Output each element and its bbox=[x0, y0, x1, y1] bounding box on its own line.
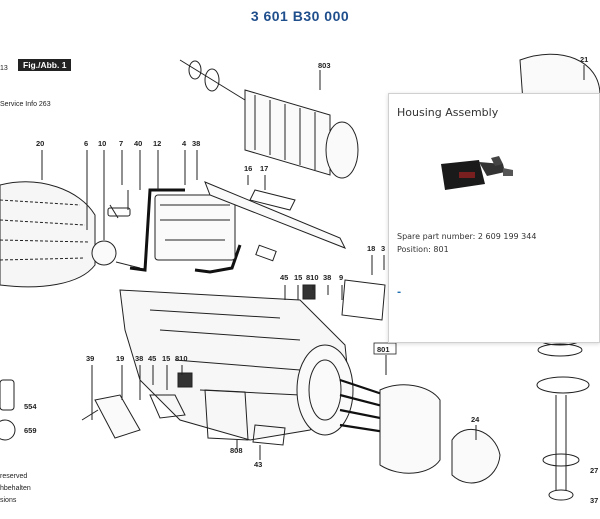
label-17: 17 bbox=[260, 164, 268, 173]
label-7: 7 bbox=[119, 139, 123, 148]
spare-part-number: Spare part number: 2 609 199 344 bbox=[397, 232, 537, 241]
label-801: 801 bbox=[377, 345, 390, 354]
label-38-top: 38 bbox=[192, 139, 200, 148]
label-810-bottom: 810 bbox=[175, 354, 188, 363]
document-title: 3 601 B30 000 bbox=[250, 8, 350, 24]
figure-tag: Fig./Abb. 1 bbox=[18, 59, 72, 71]
label-554: 554 bbox=[24, 402, 37, 411]
label-9: 9 bbox=[339, 273, 343, 282]
part-thumbnail bbox=[441, 156, 513, 190]
position-number: Position: 801 bbox=[397, 245, 449, 254]
label-20: 20 bbox=[36, 139, 44, 148]
label-40: 40 bbox=[134, 139, 142, 148]
label-38-bottom: 38 bbox=[135, 354, 143, 363]
note-sions: sions bbox=[0, 497, 17, 504]
part-info-popup: Housing Assembly Spare part number: 2 60… bbox=[388, 93, 600, 343]
label-19: 19 bbox=[116, 354, 124, 363]
label-6: 6 bbox=[84, 139, 88, 148]
label-45-top: 45 bbox=[280, 273, 288, 282]
label-810-top: 810 bbox=[306, 273, 319, 282]
label-10: 10 bbox=[98, 139, 106, 148]
label-37: 37 bbox=[590, 496, 598, 505]
label-24: 24 bbox=[471, 415, 480, 424]
label-18: 18 bbox=[367, 244, 375, 253]
label-803: 803 bbox=[318, 61, 331, 70]
note-reserved: reserved bbox=[0, 473, 27, 480]
label-16: 16 bbox=[244, 164, 252, 173]
label-12: 12 bbox=[153, 139, 161, 148]
service-info: Service Info 263 bbox=[0, 101, 51, 108]
label-3: 3 bbox=[381, 244, 385, 253]
note-behalten: hbehalten bbox=[0, 485, 31, 492]
popup-link[interactable]: - bbox=[397, 287, 402, 298]
label-27: 27 bbox=[590, 466, 598, 475]
label-808: 808 bbox=[230, 446, 243, 455]
label-15-bottom: 15 bbox=[162, 354, 170, 363]
figure-prefix: 13 bbox=[0, 65, 8, 72]
label-43: 43 bbox=[254, 460, 262, 469]
label-4: 4 bbox=[182, 139, 187, 148]
label-38-mid: 38 bbox=[323, 273, 331, 282]
label-15-top: 15 bbox=[294, 273, 302, 282]
label-39: 39 bbox=[86, 354, 94, 363]
label-659: 659 bbox=[24, 426, 37, 435]
label-21: 21 bbox=[580, 55, 588, 64]
popup-title: Housing Assembly bbox=[397, 106, 499, 119]
label-45-bottom: 45 bbox=[148, 354, 156, 363]
